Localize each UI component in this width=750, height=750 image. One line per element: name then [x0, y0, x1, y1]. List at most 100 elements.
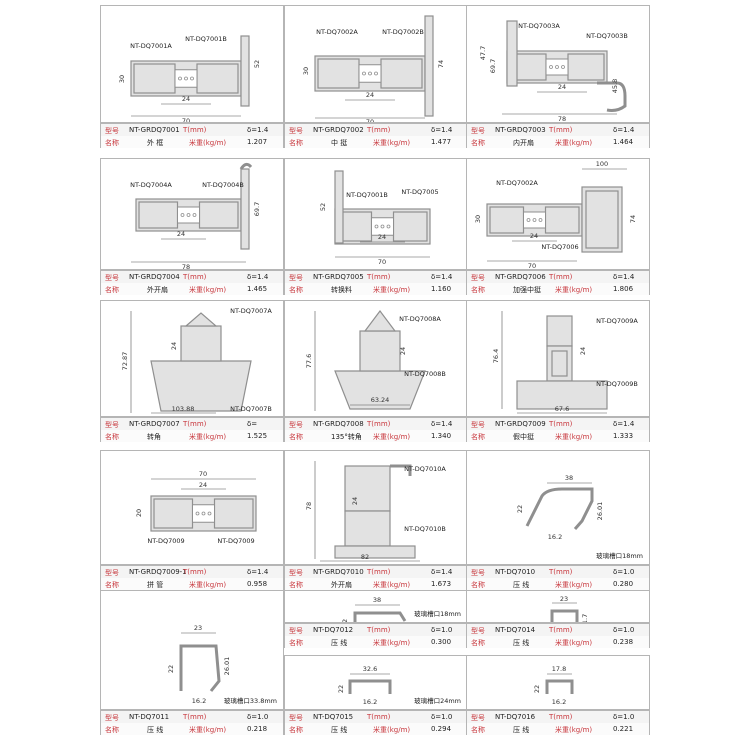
- part-label-b: NT-DQ7007B: [230, 405, 272, 413]
- spec-weight: 1.477: [431, 137, 452, 146]
- spec-name: 内开扇: [513, 138, 534, 147]
- spec-weight: 0.958: [247, 579, 268, 588]
- spec-name: 压 线: [513, 580, 530, 589]
- spec-name: 外 框: [147, 138, 164, 147]
- spec-weight: 0.238: [613, 637, 634, 646]
- spec-weight: 1.525: [247, 431, 268, 440]
- spec-row-name: 名称压 线米重(kg/m)0.238: [467, 636, 649, 648]
- spec-model: NT-GRDQ7003: [495, 125, 546, 134]
- spec-name: 转角: [147, 432, 161, 441]
- spec-name-label: 名称: [105, 432, 119, 441]
- dim-width: 70: [182, 117, 190, 123]
- spec-model: NT-GRDQ7004: [129, 272, 180, 281]
- dim-top: 23: [560, 595, 568, 603]
- dim-height: 30: [474, 215, 482, 223]
- spec-model: NT-DQ7014: [495, 625, 536, 634]
- spec-name: 压 线: [513, 638, 530, 647]
- part-label-b: NT-DQ7006: [541, 243, 578, 251]
- spec-model: NT-DQ7010: [495, 567, 536, 576]
- spec-weight: 1.207: [247, 137, 268, 146]
- spec-delta: δ=1.4: [247, 125, 269, 134]
- spec-row-name: 名称 中 挺 米重(kg/m) 1.477: [285, 136, 467, 148]
- spec-model: NT-GRDQ7010: [313, 567, 364, 576]
- spec-t-label: T(mm): [367, 125, 391, 134]
- spec-weight-label: 米重(kg/m): [373, 638, 411, 647]
- spec-row-name: 名称加强中挺米重(kg/m)1.806: [467, 283, 649, 295]
- spec-name: 假中挺: [513, 432, 534, 441]
- profile-drawing: 382216.2: [341, 596, 407, 622]
- spec-model: NT-GRDQ7001: [129, 125, 180, 134]
- glass-slot-note: 玻璃槽口18mm: [414, 610, 461, 618]
- spec-weight: 0.300: [431, 637, 452, 646]
- dim-top: 17.8: [552, 665, 566, 673]
- spec-weight-label: 米重(kg/m): [373, 138, 411, 147]
- dim-height: 69.7: [253, 202, 261, 216]
- profile-cell-14: 23 21.7: [466, 590, 650, 623]
- spec-row-name: 名称转角米重(kg/m)1.525: [101, 430, 283, 442]
- part-label-b: NT-DQ7001B: [185, 35, 227, 43]
- spec-t-label: T(mm): [183, 125, 207, 134]
- profile-cell-13: 382216.2 玻璃槽口18mm: [284, 590, 468, 623]
- spec-model-label: 型号: [105, 126, 119, 135]
- dim-width: 82: [361, 553, 369, 561]
- spec-model: NT-DQ7012: [313, 625, 354, 634]
- spec-delta: δ=1.4: [431, 567, 453, 576]
- spec-delta: δ=1.4: [613, 125, 635, 134]
- spec-model: NT-GRDQ7005: [313, 272, 364, 281]
- part-label-a: NT-DQ7009: [147, 537, 184, 545]
- spec-model-label: 型号: [471, 713, 485, 722]
- spec-weight: 0.280: [613, 579, 634, 588]
- spec-name: 中 挺: [331, 138, 348, 147]
- spec-model: NT-DQ7011: [129, 712, 170, 721]
- spec-name-label: 名称: [289, 138, 303, 147]
- dim-height: 30: [118, 75, 126, 83]
- spec-t-label: T(mm): [183, 419, 207, 428]
- dim-width: 78: [558, 115, 566, 123]
- part-label-b: NT-DQ7003B: [586, 32, 628, 40]
- spec-delta: δ=1.0: [247, 712, 269, 721]
- spec-name-label: 名称: [471, 580, 485, 589]
- part-label-b: NT-DQ7008B: [404, 370, 446, 378]
- spec-weight: 0.294: [431, 724, 452, 733]
- spec-row-name: 名称假中挺米重(kg/m)1.333: [467, 430, 649, 442]
- spec-model: NT-GRDQ7009: [495, 419, 546, 428]
- spec-row-name: 名称外 框米重(kg/m)1.207: [101, 136, 283, 148]
- spec-weight-label: 米重(kg/m): [555, 432, 593, 441]
- dim-height: 76.4: [492, 349, 500, 363]
- spec-name-label: 名称: [289, 725, 303, 734]
- dim-width: 78: [182, 263, 190, 270]
- dim-h: 21.7: [581, 614, 589, 623]
- spec-weight-label: 米重(kg/m): [555, 138, 593, 147]
- spec-weight: 1.340: [431, 431, 452, 440]
- spec-name: 压 线: [147, 725, 164, 734]
- spec-row-name: 名称压 线米重(kg/m)0.294: [285, 723, 467, 735]
- part-label-a: NT-DQ7004A: [130, 181, 172, 189]
- spec-model: NT-GRDQ7006: [495, 272, 546, 281]
- dim-gap: 24: [530, 232, 538, 240]
- part-label-b: NT-DQ7002B: [382, 28, 424, 36]
- spec-row-name: 名称转换料米重(kg/m)1.160: [285, 283, 467, 295]
- spec-weight-label: 米重(kg/m): [373, 285, 411, 294]
- spec-delta: δ=1.4: [431, 272, 453, 281]
- spec-weight-label: 米重(kg/m): [373, 580, 411, 589]
- dim-top: 32.6: [363, 665, 377, 673]
- dim-height-b: 74: [437, 60, 445, 68]
